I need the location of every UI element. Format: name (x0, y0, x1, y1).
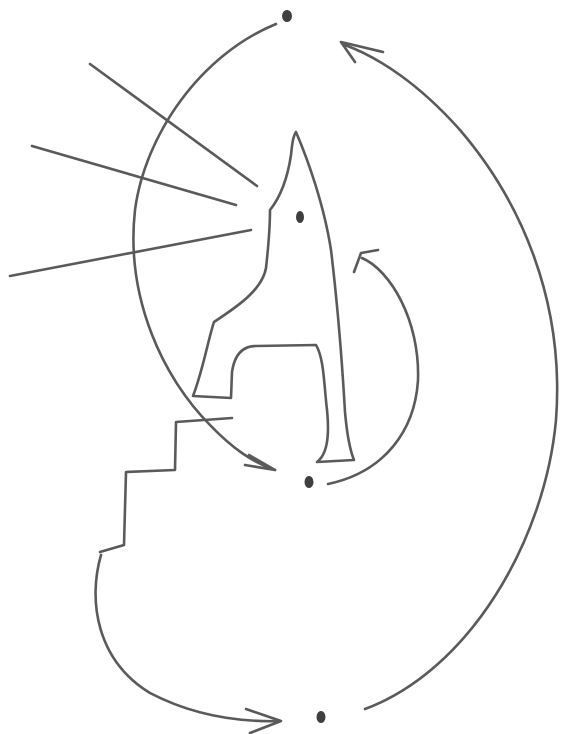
bottom-point (317, 711, 326, 723)
sound-line-2 (32, 146, 236, 205)
howling-animal-silhouette (193, 132, 354, 462)
arrow-bottom-to-top (345, 45, 557, 709)
sound-line-1 (90, 64, 257, 186)
arrow-top-to-middle (133, 24, 276, 470)
arrow-stairs-to-bottom (96, 555, 280, 721)
sound-line-3 (10, 230, 251, 276)
top-point (282, 10, 292, 22)
figure-eye (296, 211, 304, 223)
stairs-outline (100, 418, 232, 552)
middle-point (305, 476, 314, 488)
